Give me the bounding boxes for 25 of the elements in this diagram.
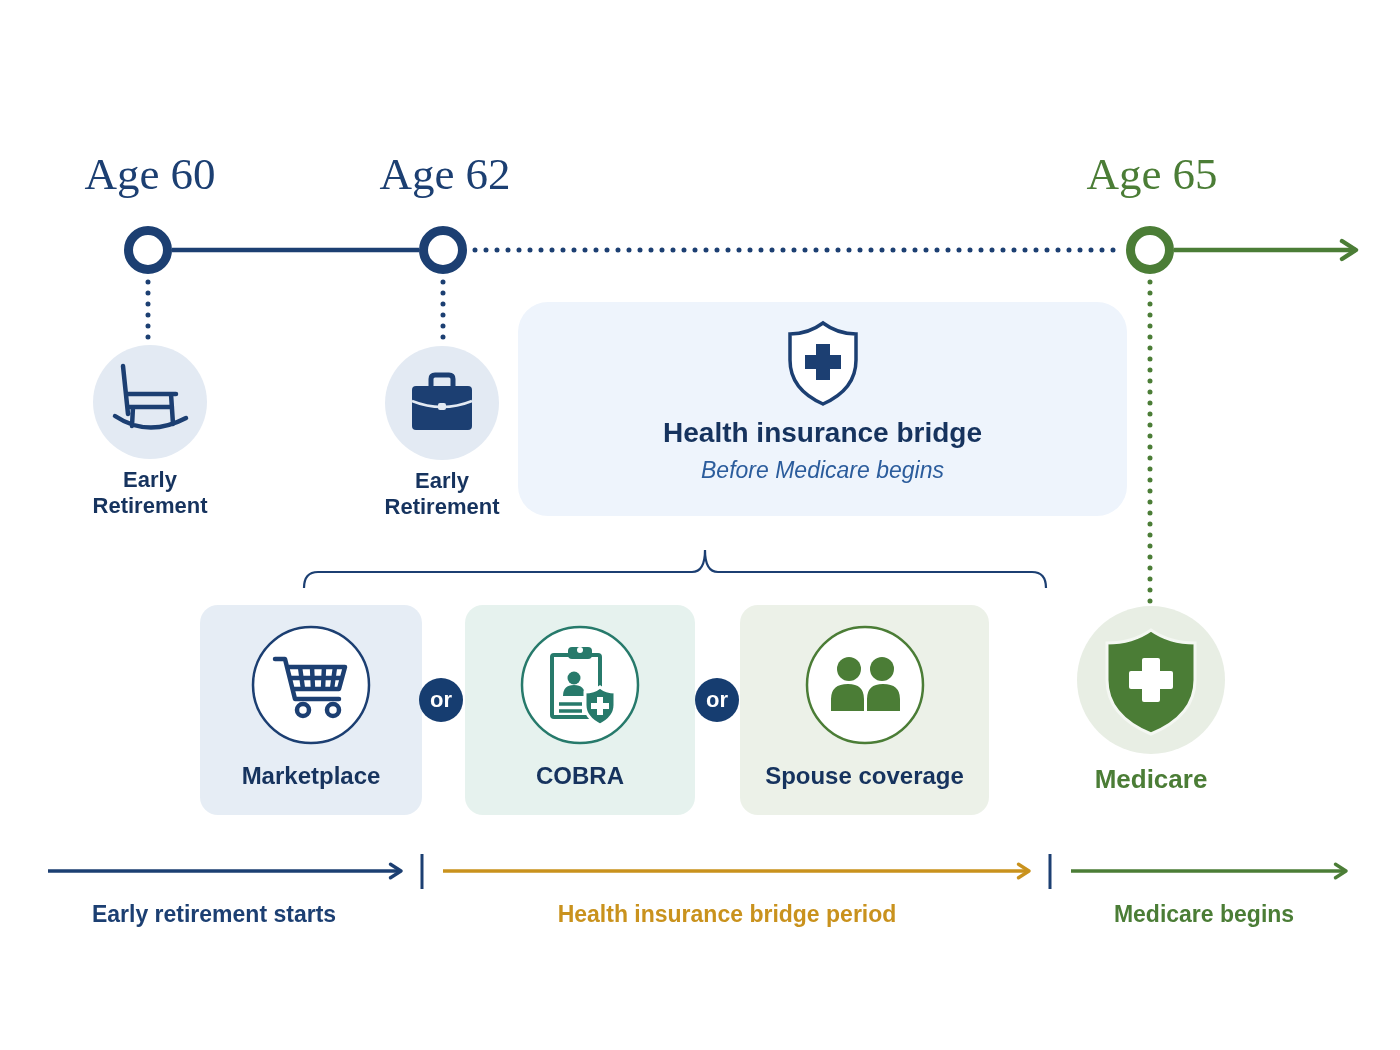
option-label: Marketplace	[241, 761, 381, 791]
age-label: Age 62	[379, 148, 511, 200]
option-card	[740, 605, 989, 815]
age-label: Age 60	[84, 148, 216, 200]
phase-label: Medicare begins	[1113, 900, 1295, 928]
age-label: Age 65	[1086, 148, 1218, 200]
option-label: COBRA	[536, 761, 624, 791]
bridge-panel	[518, 302, 1127, 516]
panel-subtitle: Before Medicare begins	[701, 456, 944, 484]
phase-label: Health insurance bridge period	[557, 900, 897, 928]
milestone-label: Early Retirement	[92, 467, 208, 519]
option-card	[465, 605, 695, 815]
arrow	[1174, 238, 1359, 262]
panel-title: Health insurance bridge	[663, 416, 982, 450]
timeline-marker	[124, 226, 172, 274]
milestone-label: Early Retirement	[384, 468, 500, 520]
option-card	[200, 605, 422, 815]
timeline-marker	[419, 226, 467, 274]
or-separator: or	[419, 678, 463, 722]
milestone-label: Medicare	[1094, 764, 1208, 794]
phase-label: Early retirement starts	[91, 900, 337, 928]
or-separator: or	[695, 678, 739, 722]
timeline-marker	[1126, 226, 1174, 274]
connector-line	[172, 247, 419, 253]
option-label: Spouse coverage	[765, 761, 964, 791]
